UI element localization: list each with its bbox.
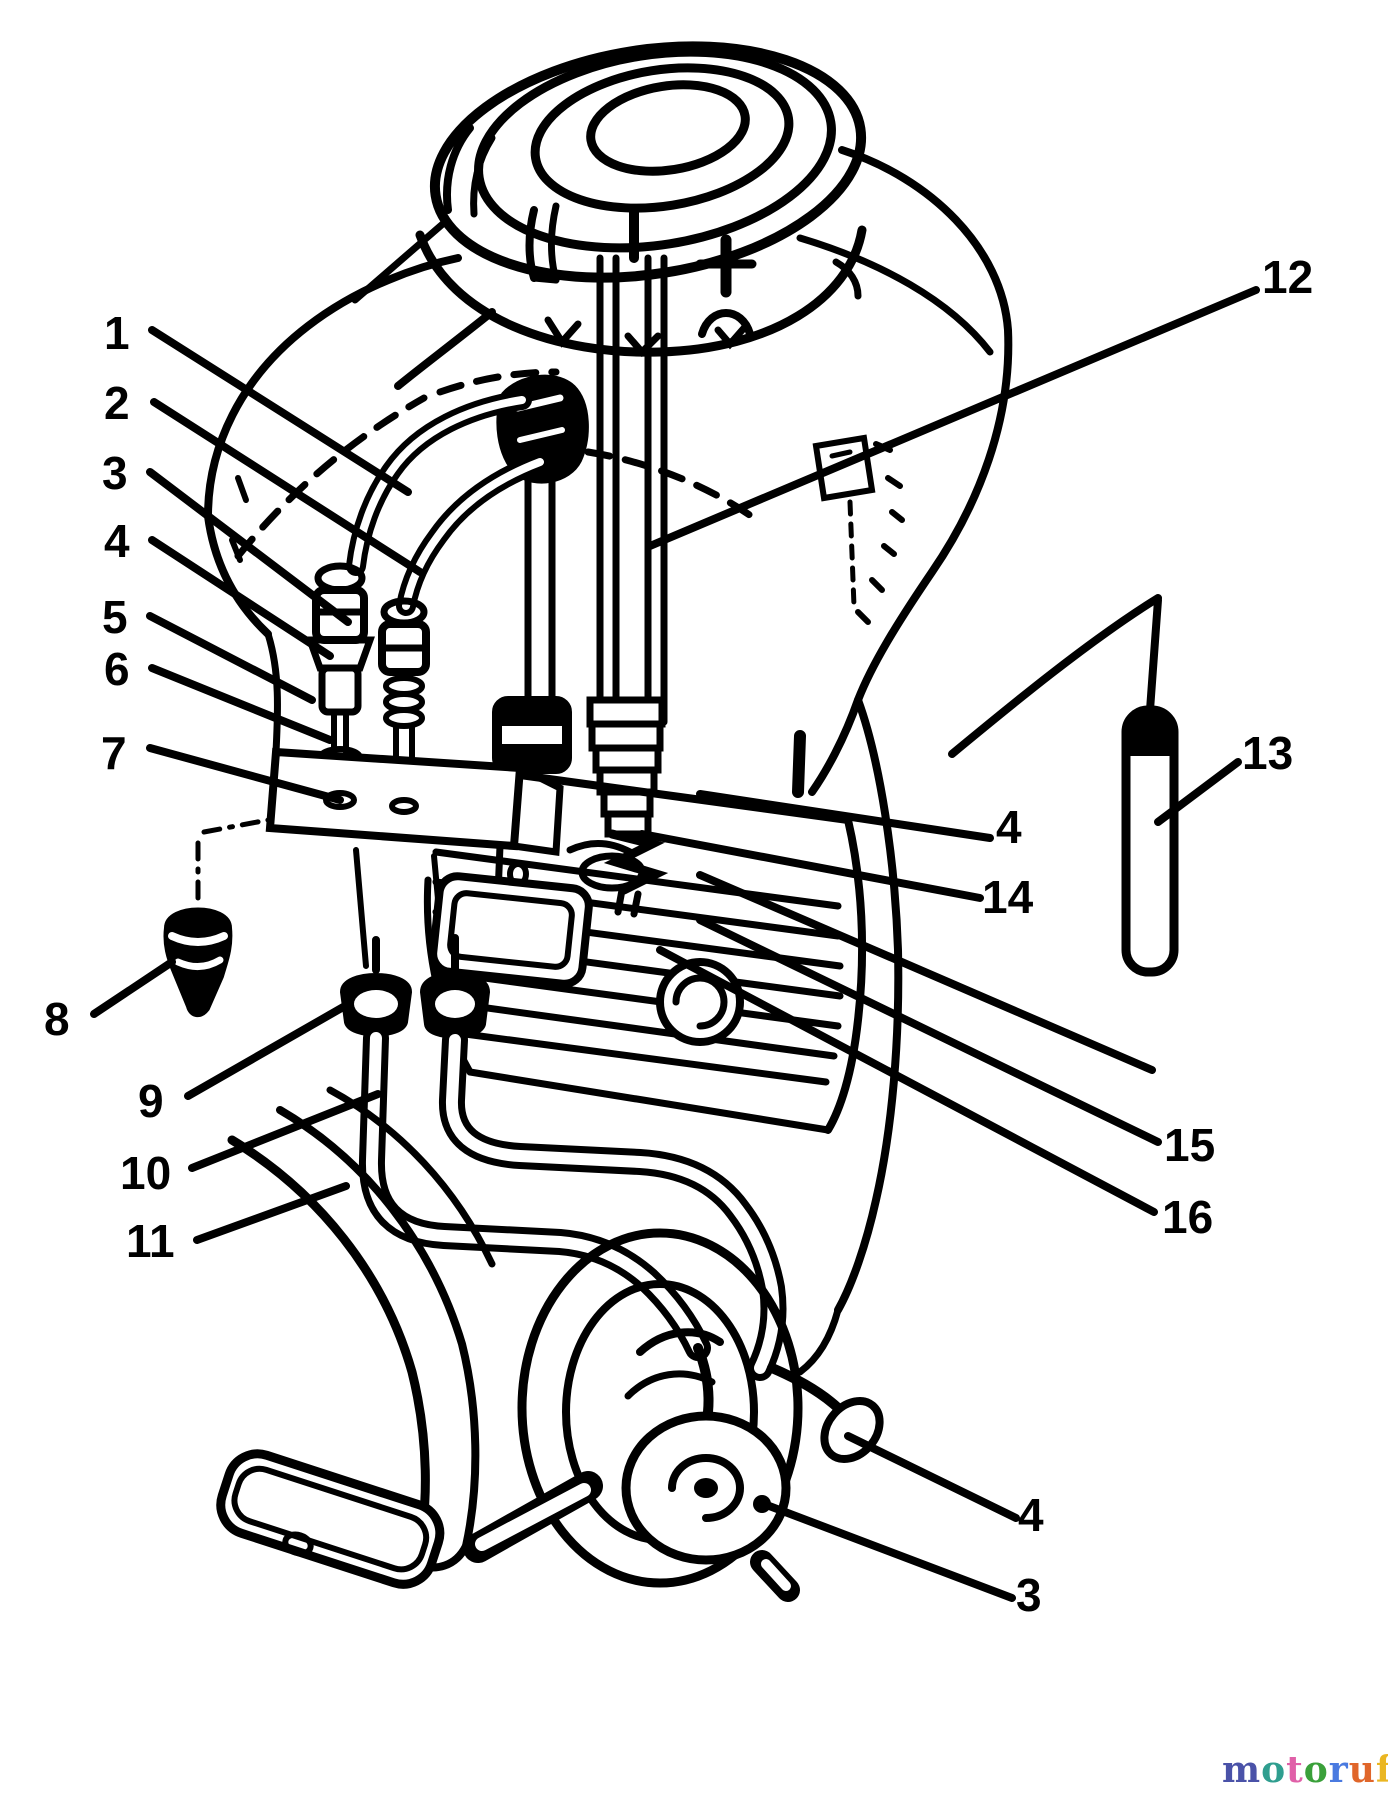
callout-4-right: 4	[996, 801, 1022, 853]
fender-footrest	[216, 1086, 496, 1589]
engine-block	[423, 696, 903, 1376]
callout-2: 2	[104, 377, 130, 429]
watermark-logo: motoruf.de	[1222, 1752, 1388, 1788]
callout-13: 13	[1242, 727, 1294, 779]
callout-7: 7	[101, 727, 127, 779]
watermark-letter: o	[1261, 1749, 1287, 1791]
callout-1: 1	[104, 307, 130, 359]
watermark-letter: m	[1222, 1749, 1262, 1791]
callout-10: 10	[120, 1147, 172, 1199]
callout-3-bottom: 3	[1016, 1569, 1042, 1621]
callout-6: 6	[104, 643, 130, 695]
callout-4-bottom: 4	[1018, 1489, 1044, 1541]
callout-4: 4	[104, 515, 130, 567]
wheel-hub	[463, 1228, 884, 1602]
leader-lines	[90, 286, 1260, 1602]
watermark-letter: f	[1375, 1749, 1388, 1791]
callout-16: 16	[1162, 1191, 1214, 1243]
callout-8: 8	[44, 993, 70, 1045]
fuel-tank	[204, 146, 1013, 796]
watermark-letter: u	[1348, 1749, 1376, 1791]
reserve-cylinder	[948, 594, 1179, 977]
watermark-letter: r	[1328, 1749, 1349, 1791]
callout-9: 9	[138, 1075, 164, 1127]
callout-14: 14	[982, 871, 1034, 923]
callout-12: 12	[1262, 251, 1314, 303]
primer-plug	[163, 817, 271, 1017]
callout-3: 3	[102, 447, 128, 499]
watermark-letter: t	[1286, 1749, 1304, 1791]
fuel-pickup-assembly	[492, 254, 806, 918]
watermark-letter: o	[1303, 1749, 1329, 1791]
callout-15: 15	[1164, 1119, 1216, 1171]
callout-11: 11	[126, 1215, 175, 1267]
mounting-bracket	[265, 747, 564, 969]
callout-5: 5	[102, 591, 128, 643]
